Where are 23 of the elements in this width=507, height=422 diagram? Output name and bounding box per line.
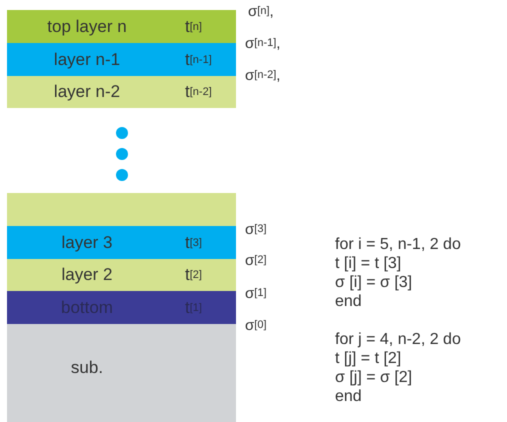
layer-name: top layer n	[46, 16, 128, 36]
layer-band	[7, 193, 236, 226]
layer-name: bottom	[60, 298, 114, 318]
code-line: t [i] = t [3]	[335, 255, 402, 273]
layer-band	[7, 43, 236, 76]
layer-band	[7, 259, 236, 291]
layer-band	[7, 10, 236, 43]
layer-band	[7, 324, 236, 422]
layer-name: sub.	[70, 358, 104, 378]
code-line: end	[335, 388, 362, 406]
code-line: for i = 5, n-1, 2 do	[335, 236, 461, 254]
layer-name: layer 3	[60, 232, 114, 252]
code-line: σ [i] = σ [3]	[335, 274, 412, 292]
layer-band	[7, 291, 236, 324]
layer-name: layer n-1	[52, 50, 122, 70]
code-line: σ [j] = σ [2]	[335, 369, 412, 387]
code-line: t [j] = t [2]	[335, 350, 402, 368]
layer-band	[7, 76, 236, 108]
code-line: end	[335, 293, 362, 311]
layer-band	[7, 226, 236, 259]
code-line: for j = 4, n-2, 2 do	[335, 331, 461, 349]
layer-name: layer n-2	[52, 82, 122, 102]
layer-name: layer 2	[60, 265, 114, 285]
